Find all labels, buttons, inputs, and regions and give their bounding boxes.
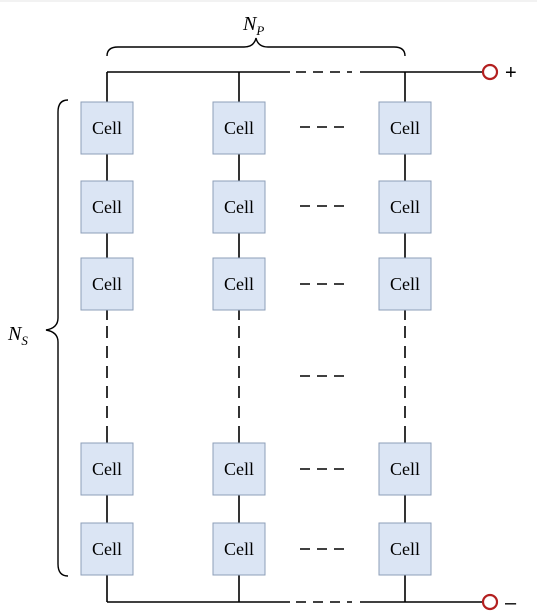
cell-box (212, 101, 266, 155)
negative-terminal-icon[interactable] (481, 593, 499, 611)
cell-label: Cell (390, 274, 420, 294)
cell-box (212, 180, 266, 234)
ns-label: NS (7, 323, 28, 348)
cell-row-3: Cell Cell Cell (80, 257, 432, 311)
cell-label: Cell (390, 197, 420, 217)
negative-sign: – (505, 592, 517, 612)
ns-brace-group: NS (7, 99, 69, 577)
positive-terminal-icon[interactable] (481, 63, 499, 81)
cell-box (378, 101, 432, 155)
cell-label: Cell (390, 539, 420, 559)
cell-label: Cell (224, 274, 254, 294)
negative-terminal[interactable]: – (481, 592, 517, 612)
cell-label: Cell (92, 274, 122, 294)
positive-terminal[interactable]: + (481, 62, 517, 84)
cell-label: Cell (390, 118, 420, 138)
cell-box (80, 442, 134, 496)
ns-brace (45, 99, 69, 577)
cell-box (212, 522, 266, 576)
positive-sign: + (505, 62, 517, 84)
cell-label: Cell (224, 118, 254, 138)
cell-label: Cell (92, 539, 122, 559)
np-label: NP (242, 13, 264, 38)
cell-box (80, 101, 134, 155)
np-brace-group: NP (106, 13, 406, 57)
cell-box (212, 257, 266, 311)
cell-box (80, 180, 134, 234)
cell-row-2: Cell Cell Cell (80, 180, 432, 234)
cell-label: Cell (224, 459, 254, 479)
cell-box (80, 522, 134, 576)
np-brace (106, 37, 406, 57)
cell-label: Cell (92, 197, 122, 217)
cell-row-5: Cell Cell Cell (80, 522, 432, 576)
cell-label: Cell (390, 459, 420, 479)
cell-label: Cell (224, 539, 254, 559)
cell-label: Cell (224, 197, 254, 217)
cell-label: Cell (92, 118, 122, 138)
cell-box (378, 257, 432, 311)
cell-box (80, 257, 134, 311)
cell-box (378, 180, 432, 234)
cell-box (212, 442, 266, 496)
cell-box (378, 522, 432, 576)
cell-row-1: Cell Cell Cell (80, 101, 432, 155)
cell-label: Cell (92, 459, 122, 479)
cell-box (378, 442, 432, 496)
cell-row-4: Cell Cell Cell (80, 442, 432, 496)
